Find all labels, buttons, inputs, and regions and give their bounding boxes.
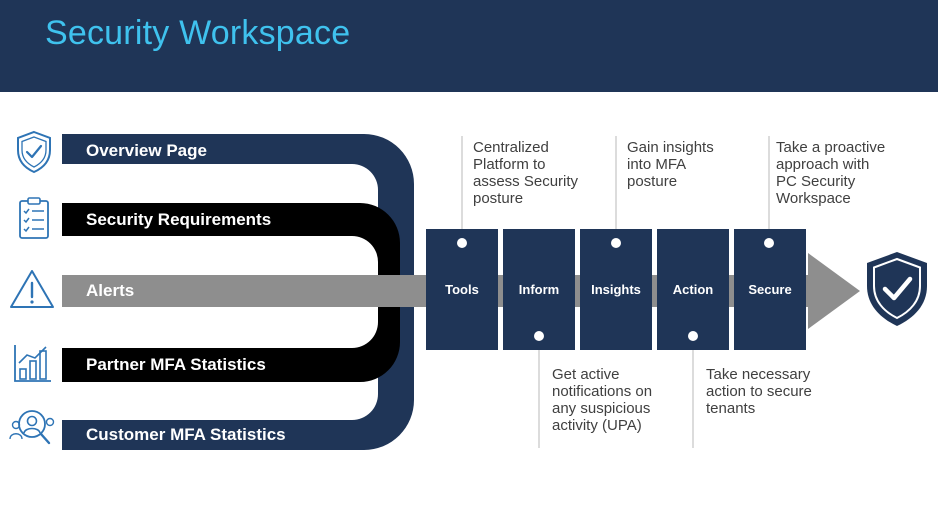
- dot-action: [688, 331, 698, 341]
- note-secure: Take a proactive approach with PC Securi…: [776, 139, 886, 207]
- bar-chart-icon: [14, 345, 51, 382]
- stage-label: Secure: [748, 282, 792, 297]
- stage-label: Tools: [445, 282, 479, 297]
- note-action: Take necessary action to secure tenants: [706, 366, 812, 417]
- feature-label-overview: Overview Page: [86, 141, 207, 160]
- feature-label-partner-mfa: Partner MFA Statistics: [86, 355, 266, 374]
- stage-inform: Inform: [503, 229, 575, 350]
- user-search-icon: [9, 410, 55, 445]
- band-requirements-partner: [62, 203, 400, 382]
- header-banner: Security Workspace: [0, 0, 938, 92]
- dot-secure: [764, 238, 774, 248]
- feature-label-requirements: Security Requirements: [86, 210, 272, 229]
- shield-check-icon: [17, 130, 51, 174]
- stage-label: Action: [672, 282, 714, 297]
- page-title: Security Workspace: [45, 14, 351, 52]
- clipboard-checklist-icon: [19, 197, 49, 239]
- stage-tools: Tools: [426, 229, 498, 350]
- flow-arrow: [808, 253, 860, 329]
- warning-triangle-icon: [10, 270, 54, 308]
- stage-secure: Secure: [734, 229, 806, 350]
- band-overview-customer: [62, 134, 414, 450]
- band-alerts: [62, 275, 426, 307]
- dot-tools: [457, 238, 467, 248]
- feature-label-customer-mfa: Customer MFA Statistics: [86, 425, 286, 444]
- note-inform: Get active notifications on any suspicio…: [552, 366, 653, 434]
- note-insights: Gain insights into MFA posture: [627, 139, 714, 190]
- dot-insights: [611, 238, 621, 248]
- stage-action: Action: [657, 229, 729, 350]
- stage-label: Insights: [591, 282, 641, 297]
- note-tools: Centralized Platform to assess Security …: [473, 139, 579, 207]
- dot-inform: [534, 331, 544, 341]
- feature-label-alerts: Alerts: [86, 281, 135, 300]
- result-shield-icon: [867, 252, 927, 326]
- stage-label: Inform: [518, 282, 560, 297]
- stage-insights: Insights: [580, 229, 652, 350]
